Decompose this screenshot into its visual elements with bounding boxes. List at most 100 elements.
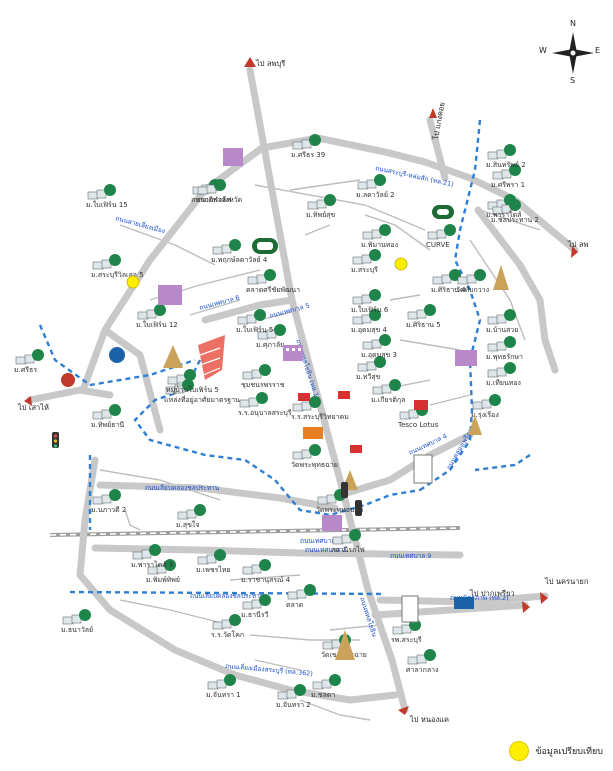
house-cluster-icon — [407, 649, 436, 665]
flag-icon — [298, 391, 362, 453]
house-cluster-icon — [242, 594, 271, 610]
house-cluster-icon — [247, 269, 276, 285]
place-label: ม.พิมานทอง — [361, 241, 398, 249]
house-cluster-icon — [292, 396, 321, 412]
dest-west: ไป เสาไห้ — [17, 403, 49, 412]
house-cluster-icon — [277, 684, 306, 700]
place-label: ม.ศรีธร 39 — [291, 151, 325, 159]
house-cluster-icon — [207, 674, 236, 690]
place-label: ม.ใบเฟิร์น 12 — [136, 320, 178, 329]
road-label-r5: ถนนเทศบาล 2 — [305, 546, 346, 554]
place-label: ม.ศรีพรา 1 — [491, 181, 525, 189]
dest-east-far: ไป ลพ — [567, 240, 589, 249]
place-label: CURVE — [426, 241, 450, 249]
house-cluster-icon — [167, 369, 196, 385]
place-label: ม.ชลประทาน 2 — [491, 216, 539, 224]
place-label: ม.จันทรา 1 — [206, 691, 241, 699]
house-cluster-icon — [487, 309, 516, 325]
place-label: ตลาดศรีชัยพัฒนา — [246, 286, 300, 294]
building-icon — [158, 148, 477, 531]
store-icon — [303, 400, 474, 609]
house-cluster-icon — [292, 134, 321, 150]
place-label: หมู่บ้านใบเฟิร์น 5 — [166, 385, 219, 394]
place-label: ม.ทิพย์ธานี — [91, 421, 124, 429]
compass-w: W — [539, 46, 547, 55]
place-label: สนามกีฬาจังหวัด — [191, 196, 242, 204]
house-cluster-icon — [92, 404, 121, 420]
place-label: ม.ราชานุสรณ์ 4 — [241, 576, 291, 584]
place-label: สถานีรถไฟ — [331, 545, 365, 554]
compass: N S E W — [539, 19, 603, 85]
place-label: ชุมชนรพรราช — [241, 381, 285, 389]
dest-east-top: ไป ปากเพรียว — [469, 589, 515, 598]
place-label: ม.เกียรติกุล — [371, 396, 405, 404]
place-markers — [15, 134, 521, 700]
place-label: วัดพระพุทธฉาย — [291, 461, 338, 469]
road-label-r4: ถนนเทศบาล 3 — [300, 537, 341, 545]
place-label: ม.สระบุรีวิลเลจ 5 — [91, 271, 144, 279]
place-label: ม.ศิริธาน 5 — [406, 321, 441, 329]
railway — [49, 526, 461, 537]
house-cluster-icon — [15, 349, 44, 365]
house-cluster-icon — [242, 364, 271, 380]
place-label: ร.ร.วัดโคก — [211, 630, 244, 639]
traffic-light-icon — [52, 432, 362, 516]
house-cluster-icon — [92, 489, 121, 505]
compass-rose-icon — [552, 32, 594, 74]
place-label: สนามกอล์ฟ — [196, 196, 231, 204]
house-cluster-icon — [472, 394, 501, 410]
gas-station-icon — [61, 347, 125, 387]
place-label: ม.ใบเฟิร์น 5 — [236, 325, 273, 334]
house-cluster-icon — [62, 609, 91, 625]
dest-east-lower: ไป แก่งคอย — [431, 101, 447, 141]
legend-label: ข้อมูลเปรียบเทียบ — [535, 747, 603, 757]
place-label: ร.ร.อนุบาลสระบุรี — [238, 409, 292, 417]
house-cluster-icon — [197, 179, 226, 195]
house-cluster-icon — [457, 269, 486, 285]
place-label: ม.ลดาวัลย์ 2 — [356, 191, 395, 199]
house-cluster-icon — [237, 309, 266, 325]
place-label: แหล่งที่อยู่อาศัยมาตรฐาน — [164, 395, 240, 404]
house-cluster-icon — [407, 304, 436, 320]
road-label-canal: ถนนเลียบคลองชลประทาน — [190, 592, 265, 600]
place-label: ม.บ้านสวย — [486, 326, 518, 334]
compass-n: N — [570, 19, 576, 28]
house-cluster-icon — [239, 392, 268, 408]
house-cluster-icon — [287, 584, 316, 600]
house-cluster-icon — [132, 544, 161, 560]
house-cluster-icon — [165, 379, 194, 395]
house-cluster-icon — [212, 239, 241, 255]
place-label: ม.พาราไดส์ 3 — [131, 560, 173, 569]
dest-east-mid: ไป นครนายก — [544, 577, 588, 586]
house-cluster-icon — [352, 249, 381, 265]
place-label: ม.ใบเฟิร์น 6 — [351, 305, 389, 314]
golf-course-icon — [432, 205, 454, 219]
tower-icon — [401, 454, 433, 623]
house-cluster-icon — [332, 529, 361, 545]
house-cluster-icon — [137, 304, 166, 320]
place-label: ม.พาราไดส์ — [486, 210, 522, 219]
house-cluster-icon — [197, 549, 226, 565]
legend: ข้อมูลเปรียบเทียบ — [509, 741, 603, 761]
place-label: ม.สระบุรี — [351, 266, 378, 274]
place-label: รพ.สระบุรี — [391, 636, 422, 644]
place-label: ม.ทวีสุข — [356, 373, 381, 381]
place-label: ม.ศิริธาน 4 — [431, 286, 466, 294]
canals — [38, 119, 531, 596]
house-cluster-icon — [307, 194, 336, 210]
place-label: ม.ชลดา — [311, 691, 335, 699]
house-cluster-icon — [312, 674, 341, 690]
house-cluster-icon — [492, 164, 521, 180]
house-cluster-icon — [242, 559, 271, 575]
place-label: ม.สินทรัพย์ 2 — [486, 161, 526, 169]
place-label: ม.เทียนทอง — [486, 379, 521, 387]
place-label: ม.รุ่งเรือง — [471, 411, 499, 419]
place-label: ตลาด — [286, 601, 303, 609]
place-label: วัดทับกวาง — [456, 286, 489, 294]
place-label: ม.พุทธรักษา — [486, 353, 523, 361]
house-cluster-icon — [257, 324, 286, 340]
house-cluster-icon — [352, 309, 381, 325]
place-labels: ม.ศรีธร 39ม.ทิพย์สุขม.ลดาวัลย์ 2ม.ใบเฟิร… — [14, 151, 539, 709]
dest-south: ไป หนองแค — [409, 715, 449, 724]
